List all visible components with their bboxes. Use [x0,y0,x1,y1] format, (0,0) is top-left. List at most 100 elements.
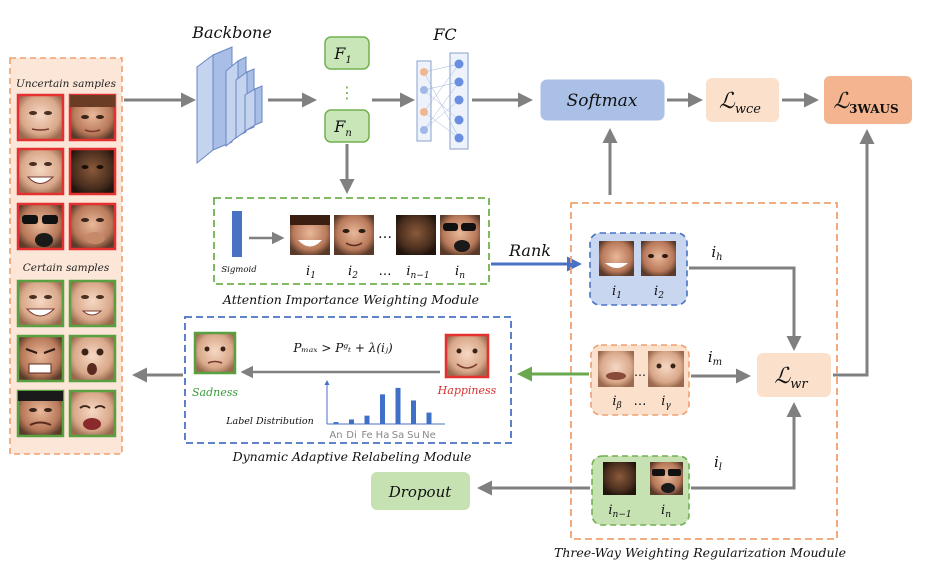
low-output-label: il [714,453,722,473]
feature-f1-label: F1 [333,44,351,66]
mid-label-dots: … [634,394,647,409]
distribution-tick-su: Su [407,430,420,441]
certain-face-4 [68,334,117,383]
low-face-2 [650,462,683,495]
attention-face-2 [334,215,374,255]
certain-face-5 [16,389,65,438]
dropout-box: Dropout [371,472,470,510]
distribution-tick-ha: Ha [376,430,390,441]
sigmoid-bar [232,211,242,257]
high-output-label: ih [711,243,722,263]
distribution-bar-ne [426,412,432,424]
uncertain-samples-label: Uncertain samples [16,78,117,90]
happiness-face [444,333,490,379]
uncertain-face-1 [16,93,65,142]
certain-face-2 [68,279,117,328]
distribution-tick-fe: Fe [361,430,372,441]
happiness-label: Happiness [437,384,497,397]
mid-output-label: im [708,348,722,368]
three-way-module-caption: Three-Way Weighting Regularization Moudu… [554,545,846,560]
lwr-label: ℒwr [774,364,808,392]
sigmoid-label: Sigmoid [221,265,257,275]
attention-module: Sigmoid … i1 i2 … in−1 in [213,197,490,285]
l3waus-box: ℒ3WAUS [824,76,912,124]
feature-vdots: ⋮ [339,83,355,102]
lwr-box: ℒwr [757,353,831,397]
distribution-tick-sa: Sa [392,430,404,441]
certain-face-3 [16,334,65,383]
backbone-icon [196,46,263,165]
mid-face-1 [598,351,634,387]
uncertain-face-6 [68,202,117,251]
distribution-bar-di [349,419,354,424]
uncertain-face-4 [68,147,117,196]
uncertain-face-3 [16,147,65,196]
low-weight-group: in−1 in [591,455,690,526]
lwce-label: ℒwce [719,89,761,117]
low-label-2: in [661,503,671,520]
distribution-tick-an: An [329,430,342,441]
low-face-1 [603,462,636,495]
attention-label-n: in [455,264,465,281]
low-to-lwr-arrow [691,402,802,490]
certain-face-1 [16,279,65,328]
mid-weight-group: … iβ … iγ [590,344,690,416]
mid-face-2 [648,351,684,387]
uncertain-face-2 [68,93,117,142]
attention-label-2: i2 [348,264,358,281]
high-label-2: i2 [654,284,664,301]
mid-label-1: iβ [612,394,621,411]
relabel-module-box [184,316,512,444]
mid-label-2: iγ [661,394,671,411]
three-way-module: i1 i2 ih … iβ … iγ im in−1 in il [477,202,838,540]
high-to-lwr-arrow [689,266,802,351]
relabel-module: Sadness Happiness Pₘₐₓ > Pᵍₜ + λ(iⱼ) Lab… [184,316,512,444]
three-way-module-box [570,202,838,540]
dropout-label: Dropout [388,483,453,501]
rank-label: Rank [508,241,551,260]
high-label-1: i1 [612,284,622,301]
mid-dots: … [634,365,646,379]
attention-label-dots: … [379,264,392,279]
softmax-box: Softmax [540,79,665,121]
feature-fn-box: Fn [324,109,370,143]
high-weight-group: i1 i2 [589,232,688,306]
distribution-bar-an [333,422,339,424]
feature-f1-box: F1 [324,36,370,70]
attention-face-3 [396,215,436,255]
attention-dots: … [378,226,392,242]
lwr-to-l3waus-arrow [833,129,875,377]
attention-label-1: i1 [306,264,316,281]
attention-module-box [213,197,490,285]
l3waus-label: ℒ3WAUS [833,89,898,116]
high-face-2 [641,241,676,276]
sadness-face [193,331,237,375]
distribution-tick-di: Di [346,430,356,441]
distribution-label: Label Distribution [225,416,314,427]
attention-face-1 [290,215,330,255]
feature-fn-label: Fn [333,117,352,139]
attention-face-4 [440,215,480,255]
certain-samples-label: Certain samples [23,262,110,274]
relabel-module-caption: Dynamic Adaptive Relabeling Module [232,449,472,464]
sample-panel: Uncertain samples Certain samples [9,57,123,455]
low-label-1: in−1 [608,503,631,520]
relabel-formula: Pₘₐₓ > Pᵍₜ + λ(iⱼ) [292,341,393,355]
uncertain-face-5 [16,202,65,251]
softmax-label: Softmax [567,91,638,111]
attention-label-n-minus-1: in−1 [406,264,429,281]
fc-icon [416,52,469,150]
certain-face-6 [68,389,117,438]
distribution-bar-ha [380,394,385,424]
distribution-bar-su [411,400,416,424]
distribution-bar-fe [364,415,370,424]
distribution-bar-sa [395,387,401,424]
sadness-label: Sadness [192,386,238,399]
high-face-1 [599,241,634,276]
distribution-tick-ne: Ne [422,430,436,441]
fc-label: FC [432,25,456,44]
attention-module-caption: Attention Importance Weighting Module [222,292,479,307]
backbone-label: Backbone [191,23,272,42]
